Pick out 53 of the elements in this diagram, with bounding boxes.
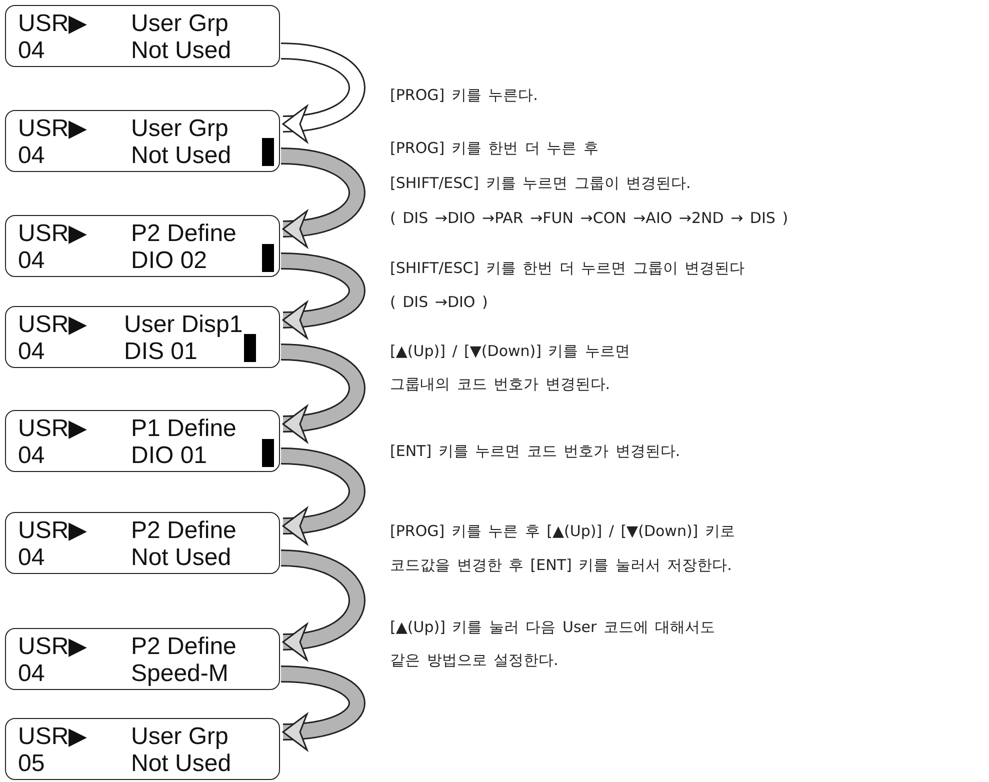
display-text: 04	[18, 249, 45, 273]
display-text: 04	[18, 144, 45, 168]
display-text: DIS 01	[124, 340, 198, 364]
instruction-text: [▲(Up)] / [▼(Down)] 키를 누르면	[390, 342, 630, 360]
lcd-display	[5, 306, 280, 368]
lcd-display	[5, 410, 280, 472]
display-text: User Grp	[131, 117, 228, 141]
display-text: USR▶	[18, 417, 87, 441]
display-text: 04	[18, 39, 45, 63]
display-text: 04	[18, 546, 45, 570]
instruction-text: [SHIFT/ESC] 키를 한번 더 누르면 그룹이 변경된다	[390, 259, 745, 277]
lcd-display	[5, 5, 280, 67]
instruction-text: [PROG] 키를 누른다.	[390, 86, 538, 104]
lcd-display	[5, 718, 280, 780]
instruction-text: [▲(Up)] 키를 눌러 다음 User 코드에 대해서도	[390, 618, 716, 636]
instruction-text: [SHIFT/ESC] 키를 누르면 그룹이 변경된다.	[390, 174, 691, 192]
display-text: 04	[18, 340, 45, 364]
instruction-text: ( DIS →DIO →PAR →FUN →CON →AIO →2ND → DIS )	[390, 209, 788, 227]
instruction-text: [PROG] 키를 한번 더 누른 후	[390, 139, 598, 157]
instruction-text: [PROG] 키를 누른 후 [▲(Up)] / [▼(Down)] 키로	[390, 522, 735, 540]
display-text: USR▶	[18, 725, 87, 749]
display-text: User Grp	[131, 12, 228, 36]
display-text: P2 Define	[131, 635, 236, 659]
display-text: 04	[18, 444, 45, 468]
display-text: Not Used	[131, 39, 232, 63]
display-text: USR▶	[18, 12, 87, 36]
instruction-text: 그룹내의 코드 번호가 변경된다.	[390, 375, 610, 393]
lcd-display	[5, 628, 280, 690]
instruction-text: 같은 방법으로 설정한다.	[390, 651, 558, 669]
display-text: Not Used	[131, 144, 232, 168]
display-text: User Disp1	[124, 313, 243, 337]
display-text: USR▶	[18, 635, 87, 659]
display-text: Not Used	[131, 752, 232, 776]
display-text: USR▶	[18, 313, 87, 337]
display-text: P2 Define	[131, 519, 236, 543]
display-text: USR▶	[18, 519, 87, 543]
display-text: DIO 02	[131, 249, 208, 273]
display-text: 04	[18, 662, 45, 686]
display-text: USR▶	[18, 222, 87, 246]
instruction-text: [ENT] 키를 누르면 코드 번호가 변경된다.	[390, 442, 680, 460]
instruction-text: ( DIS →DIO )	[390, 293, 488, 311]
display-text: USR▶	[18, 117, 87, 141]
instruction-text: 코드값을 변경한 후 [ENT] 키를 눌러서 저장한다.	[390, 556, 732, 574]
display-text: P1 Define	[131, 417, 236, 441]
display-text: 05	[18, 752, 45, 776]
lcd-display	[5, 110, 280, 172]
display-text: User Grp	[131, 725, 228, 749]
display-text: P2 Define	[131, 222, 236, 246]
display-text: Not Used	[131, 546, 232, 570]
display-text: Speed-M	[131, 662, 228, 686]
lcd-display	[5, 512, 280, 574]
display-text: DIO 01	[131, 444, 208, 468]
lcd-display	[5, 215, 280, 277]
